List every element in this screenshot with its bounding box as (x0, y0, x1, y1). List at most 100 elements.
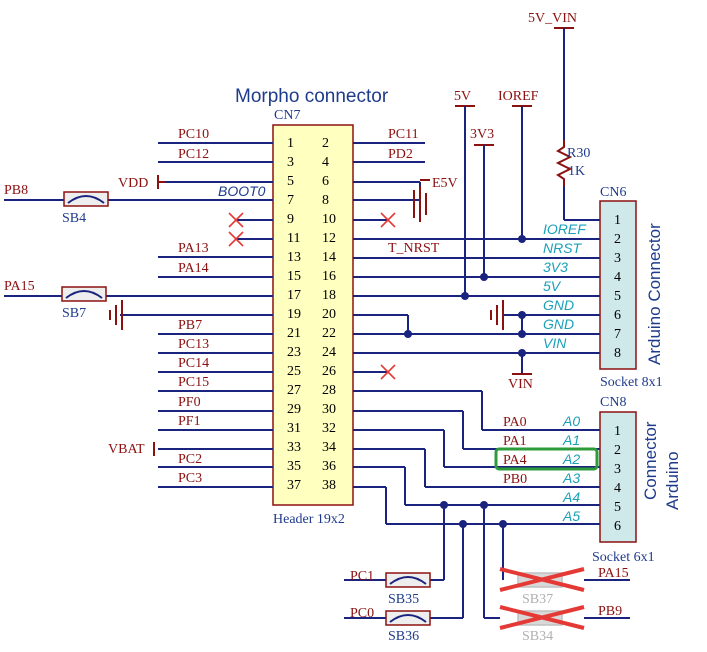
net-pb7: PB7 (178, 318, 202, 333)
net-pc2: PC2 (178, 452, 202, 467)
cn7-pin-38: 38 (322, 478, 336, 493)
cn7-pin-23: 23 (287, 345, 301, 360)
net-pb0: PB0 (503, 472, 527, 487)
cn7-left-wires (4, 142, 273, 488)
sig-gnd-2: GND (543, 316, 574, 332)
power-5v-label: 5V (454, 89, 471, 104)
sb4-bridge (63, 191, 109, 207)
cn7-pin-36: 36 (322, 459, 336, 474)
cn8-ref: CN8 (600, 395, 626, 410)
sig-a3: A3 (562, 470, 580, 486)
net-pc12: PC12 (178, 147, 209, 162)
cn7-pin-6: 6 (322, 174, 329, 189)
sb37-bridge-removed (499, 567, 585, 592)
cn7-pin-7: 7 (287, 193, 294, 208)
cn7-pin-31: 31 (287, 421, 301, 436)
net-pa1: PA1 (503, 434, 527, 449)
net-pc10: PC10 (178, 127, 209, 142)
cn7-pin-22: 22 (322, 326, 336, 341)
sig-vin: VIN (543, 335, 567, 351)
cn6-pin-5: 5 (614, 289, 621, 304)
ground-symbol-left (109, 300, 123, 330)
cn7-pin-21: 21 (287, 326, 301, 341)
net-pd2: PD2 (388, 147, 413, 162)
ground-symbol-e5v (413, 179, 430, 222)
sb36-label: SB36 (388, 629, 419, 644)
sig-a4: A4 (562, 489, 580, 505)
cn6-pin-7: 7 (614, 327, 621, 342)
junction-dots (404, 235, 526, 528)
cn6-side-label: Arduino Connector (645, 223, 664, 365)
cn7-pin-28: 28 (322, 383, 336, 398)
net-pa0: PA0 (503, 415, 527, 430)
sb34-bridge-removed (499, 605, 585, 630)
net-pb8: PB8 (4, 183, 28, 198)
r30-value: 1K (568, 164, 585, 179)
net-pf0: PF0 (178, 395, 201, 410)
cn7-pin-32: 32 (322, 421, 336, 436)
net-pc15: PC15 (178, 375, 209, 390)
sig-a5: A5 (562, 508, 580, 524)
sb36-bridge (385, 610, 431, 626)
cn8-pin-5: 5 (614, 500, 621, 515)
net-pc3: PC3 (178, 471, 202, 486)
cn7-pin-1: 1 (287, 136, 294, 151)
cn7-ref: CN7 (274, 108, 300, 123)
cn7-pin-18: 18 (322, 288, 336, 303)
cn8-pin-6: 6 (614, 519, 621, 534)
net-boot0: BOOT0 (218, 183, 266, 199)
net-pc13: PC13 (178, 337, 209, 352)
sig-a2: A2 (562, 451, 580, 467)
sig-3v3: 3V3 (543, 259, 568, 275)
cn8-pin-3: 3 (614, 462, 621, 477)
sb7-bridge (61, 286, 107, 302)
net-vbat: VBAT (108, 442, 145, 457)
sb7-label: SB7 (62, 306, 86, 321)
net-pa15-left: PA15 (4, 279, 35, 294)
cn8-pin-2: 2 (614, 443, 621, 458)
sb4-label: SB4 (62, 211, 86, 226)
cn6-pin-8: 8 (614, 346, 621, 361)
cn7-pin-15: 15 (287, 269, 301, 284)
r30-resistor (555, 140, 573, 186)
net-pa14: PA14 (178, 261, 209, 276)
net-pb9: PB9 (598, 604, 622, 619)
cn7-pin-2: 2 (322, 136, 329, 151)
cn7-pin-35: 35 (287, 459, 301, 474)
cn7-pin-5: 5 (287, 174, 294, 189)
net-e5v: E5V (432, 176, 458, 191)
cn7-pin-34: 34 (322, 440, 336, 455)
cn6-pin-2: 2 (614, 232, 621, 247)
cn7-pin-4: 4 (322, 155, 329, 170)
cn7-footer: Header 19x2 (273, 512, 345, 527)
net-pc14: PC14 (178, 356, 209, 371)
cn6-pin-6: 6 (614, 308, 621, 323)
cn6-pin-4: 4 (614, 270, 621, 285)
cn7-pin-33: 33 (287, 440, 301, 455)
power-vin-label: VIN (508, 377, 533, 392)
cn7-pin-20: 20 (322, 307, 336, 322)
power-ioref-label: IOREF (498, 89, 539, 104)
cn8-side-label-1: Connector (641, 421, 660, 500)
cn7-pin-19: 19 (287, 307, 301, 322)
cn7-pin-3: 3 (287, 155, 294, 170)
net-pa15-bottom: PA15 (598, 566, 629, 581)
lower-wires (344, 505, 630, 619)
nc-cross-left (228, 212, 244, 247)
cn8-side-label-2: Arduino (663, 451, 682, 510)
sb34-label: SB34 (522, 629, 553, 644)
sig-a0: A0 (562, 413, 580, 429)
cn6-socket-body (599, 200, 637, 370)
cn7-pin-10: 10 (322, 212, 336, 227)
net-t-nrst: T_NRST (388, 241, 440, 256)
sb37-label: SB37 (522, 592, 553, 607)
cn7-pin-8: 8 (322, 193, 329, 208)
net-pa4: PA4 (503, 453, 527, 468)
r30-ref: R30 (567, 146, 590, 161)
cn6-ref: CN6 (600, 185, 626, 200)
power-3v3-label: 3V3 (470, 127, 494, 142)
sb35-label: SB35 (388, 592, 419, 607)
net-pc0: PC0 (350, 606, 374, 621)
cn7-pin-16: 16 (322, 269, 336, 284)
